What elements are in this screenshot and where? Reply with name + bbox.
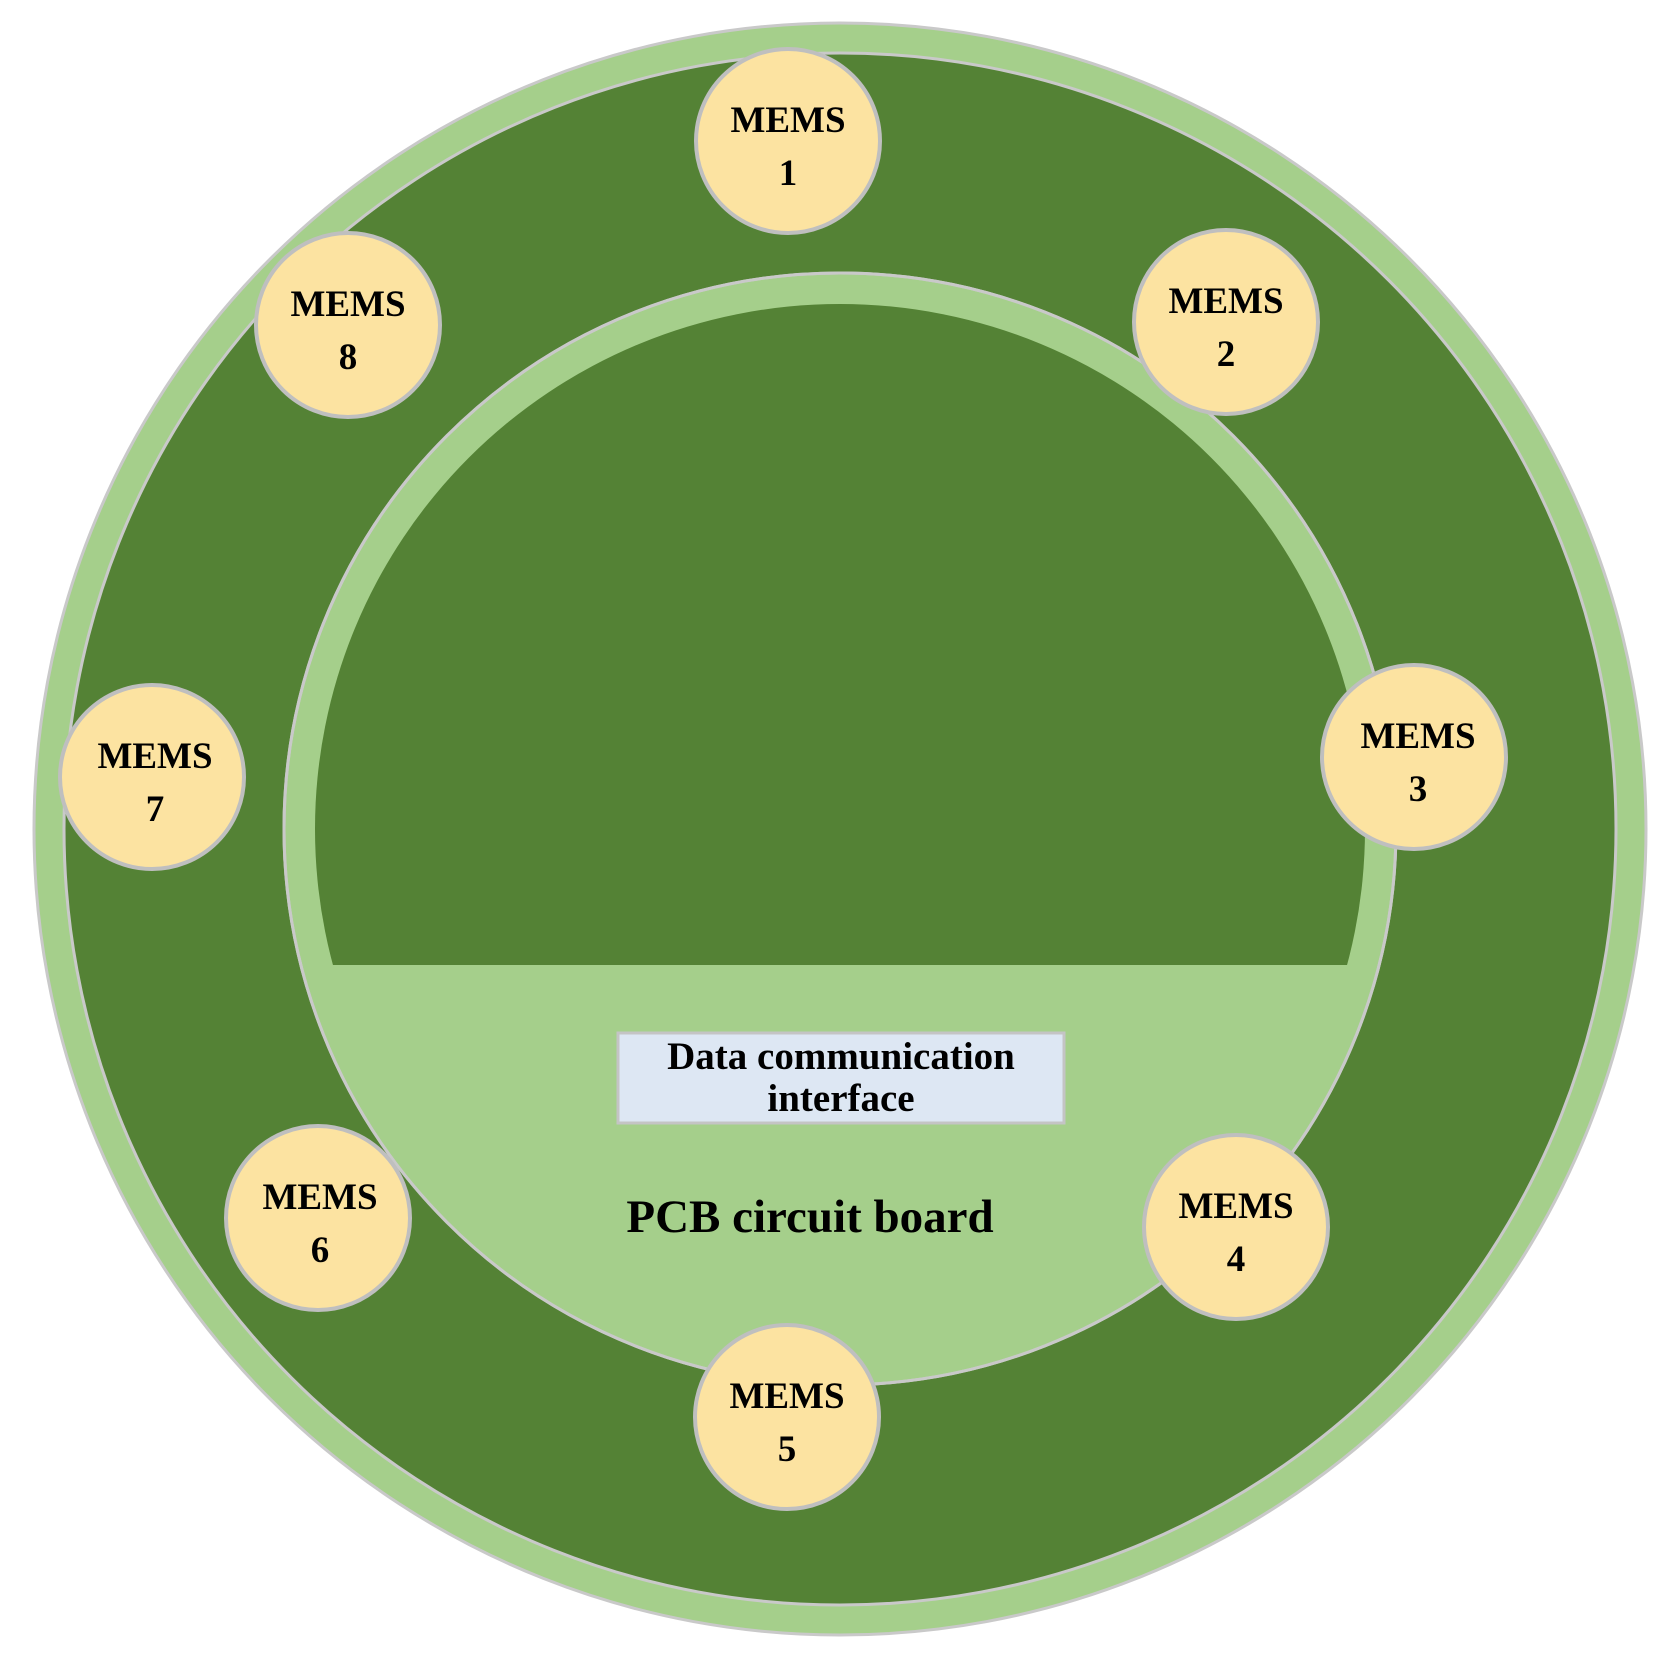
mems-2-circle[interactable]: [1132, 228, 1320, 416]
mems-node[interactable]: MEMS 2: [1132, 228, 1320, 416]
mems-node[interactable]: MEMS 7: [58, 683, 246, 871]
mems-3-number: 3: [1409, 769, 1428, 810]
mems-node[interactable]: MEMS 4: [1142, 1133, 1330, 1321]
mems-5-number: 5: [778, 1429, 797, 1470]
data-communication-interface-box[interactable]: Data communication interface: [616, 1031, 1066, 1125]
interface-label-line1: Data communication: [667, 1035, 1015, 1078]
mems-node[interactable]: MEMS 3: [1320, 663, 1508, 851]
mems-5-label: MEMS: [729, 1376, 844, 1417]
mems-7-number: 7: [146, 789, 165, 830]
mems-7-label: MEMS: [97, 736, 212, 777]
mems-3-circle[interactable]: [1320, 663, 1508, 851]
mems-6-circle[interactable]: [224, 1124, 412, 1312]
pcb-board-label: PCB circuit board: [626, 1191, 993, 1243]
mems-7-circle[interactable]: [58, 683, 246, 871]
mems-1-number: 1: [779, 153, 798, 194]
mems-6-label: MEMS: [262, 1177, 377, 1218]
mems-8-label: MEMS: [290, 284, 405, 325]
mems-node[interactable]: MEMS 6: [224, 1124, 412, 1312]
mems-1-label: MEMS: [730, 100, 845, 141]
mems-4-label: MEMS: [1178, 1186, 1293, 1227]
mems-8-number: 8: [339, 337, 358, 378]
mems-5-circle[interactable]: [693, 1323, 881, 1511]
mems-node[interactable]: MEMS 8: [254, 231, 442, 419]
mems-3-label: MEMS: [1360, 716, 1475, 757]
mems-node[interactable]: MEMS 1: [694, 47, 882, 235]
mems-2-number: 2: [1217, 334, 1236, 375]
mems-6-number: 6: [311, 1230, 330, 1271]
interface-box-rect[interactable]: [616, 1031, 1066, 1125]
mems-8-circle[interactable]: [254, 231, 442, 419]
mems-2-label: MEMS: [1168, 281, 1283, 322]
mems-1-circle[interactable]: [694, 47, 882, 235]
mems-4-circle[interactable]: [1142, 1133, 1330, 1321]
mems-node[interactable]: MEMS 5: [693, 1323, 881, 1511]
interface-label-line2: interface: [767, 1077, 914, 1120]
mems-4-number: 4: [1227, 1239, 1246, 1280]
